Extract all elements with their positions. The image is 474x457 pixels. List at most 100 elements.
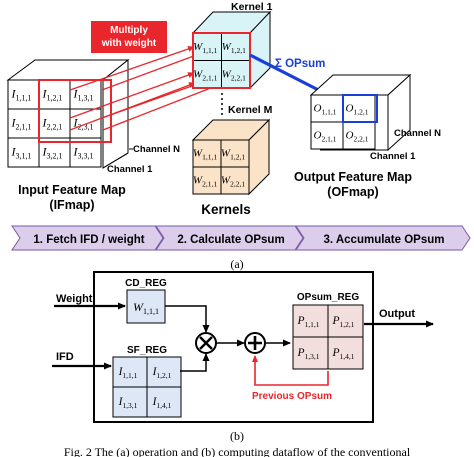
adder-symbol — [248, 336, 262, 350]
kernels-title: Kernels — [201, 202, 251, 217]
kernel-m-cell-var: W — [221, 175, 231, 187]
step-1-shape — [11, 225, 164, 251]
step-3-shape — [295, 225, 471, 251]
kernel-1-cell-value: W2,1,1 — [193, 68, 217, 82]
sf-reg-cell-value: I1,1,1 — [118, 366, 138, 380]
sf-reg-cell-box — [112, 386, 148, 418]
cd-reg-label: CD_REG — [125, 278, 167, 289]
ofmap-cell-var: O — [314, 103, 322, 115]
opsum-reg-label: OPsum_REG — [297, 292, 359, 303]
ifmap-cell-sub: 1,3,1 — [78, 94, 94, 103]
kernel-1-cell-sub: 2,1,1 — [202, 73, 217, 82]
opsum-reg-cell-sub: 1,3,1 — [305, 352, 320, 361]
ofmap-cell-sub: 2,2,1 — [353, 135, 368, 144]
ifmap-cell-var: I — [11, 116, 17, 130]
kernel-m-cell-var: W — [193, 175, 203, 187]
ifmap-cell-var: I — [11, 87, 17, 101]
kernel-m-cell-value: W2,1,1 — [193, 175, 217, 189]
ifmap-cell-value: I3,3,1 — [73, 145, 94, 161]
process-steps: 1. Fetch IFD / weight 2. Calculate OPsum… — [11, 225, 471, 251]
ifmap-cell-value: I2,1,1 — [11, 116, 32, 132]
kernel-1-cell-var: W — [222, 68, 232, 80]
ofmap-cell-box — [342, 94, 376, 123]
multiply-arrow-3 — [69, 72, 195, 119]
ofmap-cell-var: O — [346, 130, 354, 142]
ifmap-cell-var: I — [73, 87, 79, 101]
opsum-reg-cell-box — [292, 304, 329, 338]
ifmap-cell-sub: 3,1,1 — [16, 152, 32, 161]
kernel-1-cell-value: W1,2,1 — [222, 41, 246, 55]
sf-to-mult-line — [180, 353, 210, 372]
ifd-label: IFD — [56, 351, 74, 363]
sf-reg-cell-value: I1,3,1 — [118, 396, 138, 410]
ofmap-cell-value: O2,1,1 — [314, 130, 337, 144]
ifmap-cell-value: I1,2,1 — [42, 87, 63, 103]
multiply-arrow-5 — [69, 82, 196, 131]
kernel-m-cell-var: W — [221, 148, 231, 160]
ifmap-cell-value: I1,3,1 — [73, 87, 94, 103]
multiplier-node — [195, 332, 217, 354]
sf-reg-cell-sub: 1,1,1 — [122, 371, 137, 380]
ifmap-cell-sub: 1,2,1 — [47, 94, 63, 103]
sf-reg-cell-value: I1,4,1 — [152, 396, 172, 410]
kernel-m-cell-box — [220, 166, 250, 195]
cd-reg-cell-var: W — [133, 300, 144, 314]
kernel-1-cell-sub: 2,2,1 — [231, 73, 246, 82]
ifmap-depth-line — [102, 152, 129, 169]
kernel-m-cell-var: W — [193, 148, 203, 160]
ifmap-cell-var: I — [42, 87, 48, 101]
ifmap-cell-var: I — [42, 145, 48, 159]
opsum-reg-cell-sub: 1,1,1 — [305, 320, 320, 329]
opsum-reg-cell-value: P1,1,1 — [296, 315, 319, 329]
kernel-1-cell-value: W1,1,1 — [193, 41, 217, 55]
ofmap-cell-value: O1,1,1 — [314, 103, 337, 117]
step-2-shape — [155, 225, 304, 251]
ifmap-cell-value: I3,2,1 — [42, 145, 63, 161]
kernel-m-cell-sub: 1,2,1 — [230, 153, 245, 162]
ofmap-cell-value: O2,2,1 — [346, 130, 369, 144]
kernel-1-cell-sub: 1,2,1 — [231, 46, 246, 55]
ofmap-cell-box — [342, 121, 376, 150]
adder-node — [244, 332, 266, 354]
opsum-reg-cell-var: P — [331, 315, 339, 327]
ifmap-cell-box — [7, 137, 40, 168]
ofmap-channel-n-label: Channel N — [394, 128, 441, 139]
opsum-arrow-label: Σ OPsum — [275, 58, 325, 70]
kernel-m-cell-box — [192, 139, 222, 168]
ifmap-cell-value: I1,1,1 — [11, 87, 32, 103]
kernel-1-cell-value: W2,2,1 — [222, 68, 246, 82]
ofmap-cell-sub: 1,1,1 — [321, 108, 336, 117]
sf-reg-cell-sub: 1,3,1 — [122, 401, 137, 410]
kernel-m-cell-box — [220, 139, 250, 168]
step-1-label: 1. Fetch IFD / weight — [33, 234, 144, 246]
kernel-1-cell-sub: 1,1,1 — [202, 46, 217, 55]
kernel-m-cell-value: W1,1,1 — [193, 148, 217, 162]
sf-reg-cell-box — [146, 386, 182, 418]
ifmap-cell-value: I3,1,1 — [11, 145, 32, 161]
ifmap-channel-n-label: Channel N — [133, 144, 180, 155]
kernel-1-label: Kernel 1 — [231, 1, 273, 13]
ifmap-cell-sub: 3,3,1 — [78, 152, 94, 161]
sf-reg-cell-value: I1,2,1 — [152, 366, 172, 380]
panel-a-caption: (a) — [230, 257, 243, 271]
multiplier-symbol — [199, 336, 213, 350]
ifmap-window-highlight — [38, 79, 112, 143]
ifmap-cell-value: I2,3,1 — [73, 116, 94, 132]
multiply-callout-box — [91, 21, 167, 53]
output-label: Output — [379, 308, 415, 320]
ofmap-cell-sub: 1,2,1 — [353, 108, 368, 117]
opsum-reg-cell-var: P — [296, 315, 304, 327]
ifmap-cell-sub: 2,1,1 — [16, 123, 32, 132]
ifmap-cell-value: I2,2,1 — [42, 116, 63, 132]
opsum-reg-cell-var: P — [331, 347, 339, 359]
ofmap-cell-sub: 2,1,1 — [321, 135, 336, 144]
sf-reg-grid: I1,1,1 I1,2,1I1,3,1 I1,4,1 — [112, 356, 182, 418]
ifmap-title-line2: (IFmap) — [49, 198, 94, 212]
ofmap-channel-1-label: Channel 1 — [370, 151, 416, 162]
kernel-m-cell-value: W2,2,1 — [221, 175, 245, 189]
